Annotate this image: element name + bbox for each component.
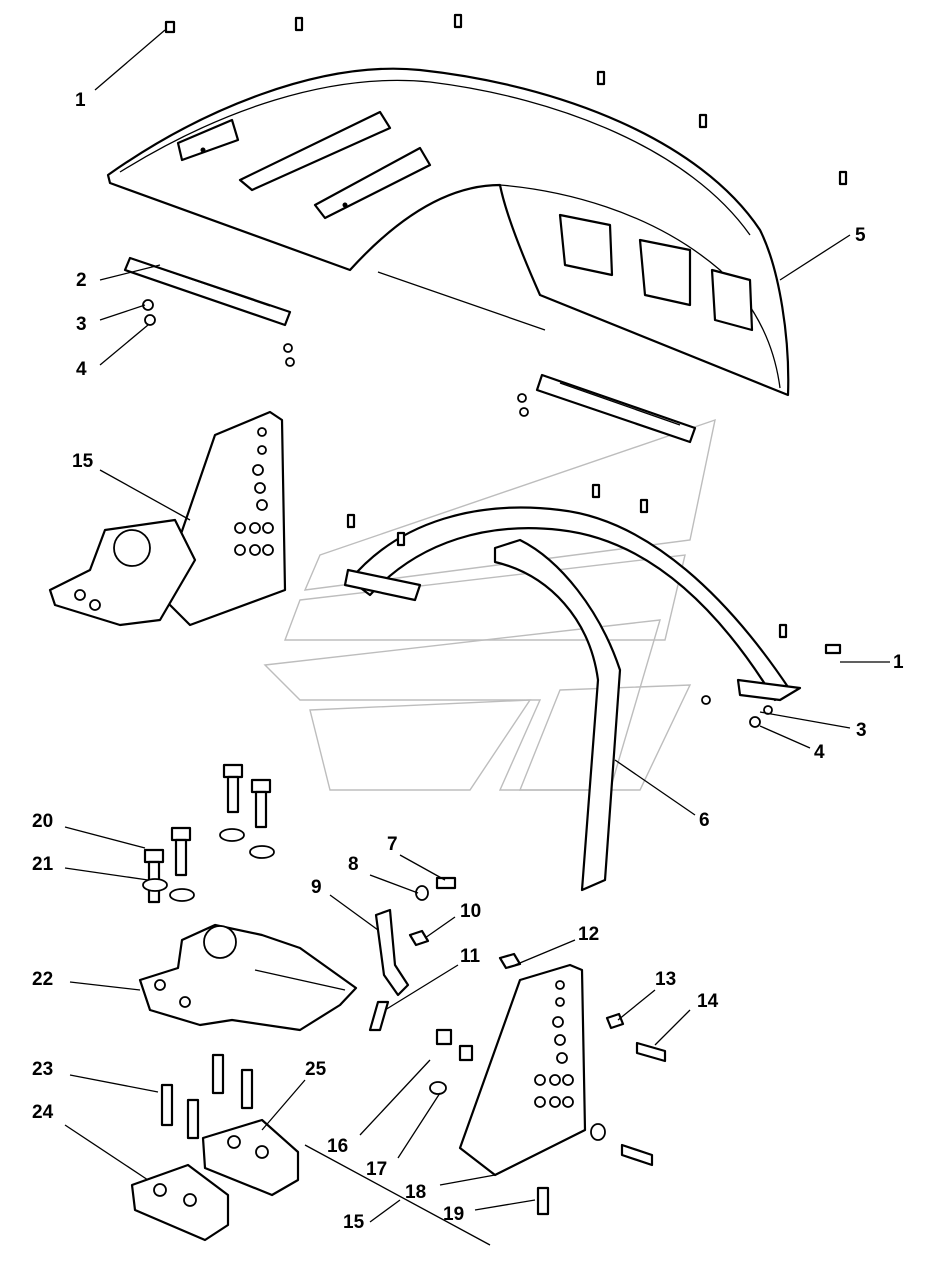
bracket-hole-pattern (234, 427, 274, 556)
leader-lines (64, 29, 890, 1246)
bolt-set-20-21 (142, 763, 275, 904)
callout-1-top: 1 (75, 90, 86, 111)
callout-15-lower: 15 (343, 1212, 365, 1233)
bracket-hole-pattern-lower (534, 980, 574, 1108)
bolt-set-support (346, 483, 842, 655)
callout-15-upper: 15 (72, 451, 94, 472)
callout-11: 11 (460, 946, 481, 967)
callout-23: 23 (32, 1059, 53, 1080)
link-bracket-assembly (368, 876, 457, 1032)
callout-17: 17 (366, 1159, 387, 1180)
strap-bracket-upper (123, 256, 697, 444)
bolt-set-top (164, 13, 848, 186)
callout-21: 21 (32, 854, 54, 875)
watermark-logo (263, 418, 716, 791)
callout-7: 7 (387, 834, 398, 855)
callout-16: 16 (327, 1136, 348, 1157)
callout-2: 2 (76, 270, 87, 291)
callout-12: 12 (578, 924, 599, 945)
callout-4-right: 4 (814, 742, 825, 763)
callout-5: 5 (855, 225, 866, 246)
callout-25: 25 (305, 1059, 327, 1080)
callout-3-left: 3 (76, 314, 87, 335)
pivot-plate (138, 923, 358, 1032)
callout-24: 24 (32, 1102, 54, 1123)
fender-support-arch (343, 506, 802, 892)
mounting-bracket-lower (429, 952, 667, 1216)
callout-22: 22 (32, 969, 53, 990)
callout-19: 19 (443, 1204, 464, 1225)
callout-13: 13 (655, 969, 676, 990)
callout-8: 8 (348, 854, 359, 875)
callout-9: 9 (311, 877, 322, 898)
fender-canopy (106, 67, 790, 397)
callout-3-right: 3 (856, 720, 867, 741)
callout-10: 10 (460, 901, 481, 922)
callout-1-right: 1 (893, 652, 904, 673)
callout-4-left: 4 (76, 359, 87, 380)
mounting-bracket-upper (48, 410, 287, 627)
callout-20: 20 (32, 811, 53, 832)
washers-nuts (142, 299, 773, 728)
callout-18: 18 (405, 1182, 426, 1203)
callout-6: 6 (699, 810, 710, 831)
clamp-blocks (130, 1053, 300, 1242)
callout-labels: 1 1 2 3 3 4 4 5 6 7 8 9 10 11 12 13 14 1… (32, 90, 904, 1233)
callout-14: 14 (697, 991, 719, 1012)
